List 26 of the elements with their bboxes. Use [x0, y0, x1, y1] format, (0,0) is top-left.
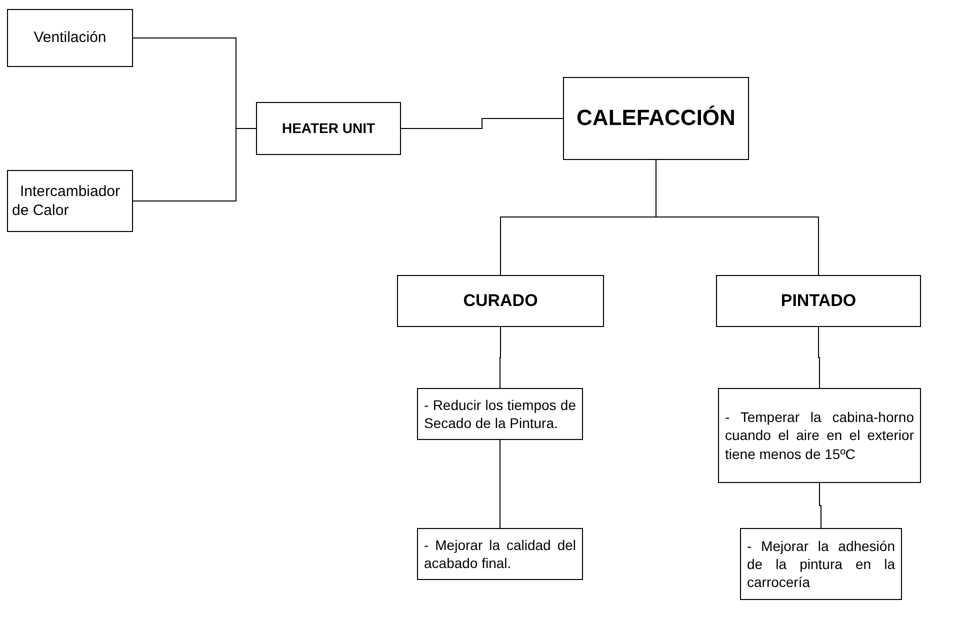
- process-box: [563, 77, 749, 160]
- connector-line: [818, 326, 820, 388]
- node-text: Ventilación: [34, 28, 106, 48]
- node-text: - Mejorar la adhesión de la pintura en la carrocería: [747, 536, 895, 592]
- node-text: - Reducir los tiempos de Secado de la Pintura.: [424, 396, 576, 432]
- connector-line: [400, 118, 564, 129]
- node-text: - Mejorar la calidad del acabado final.: [424, 536, 576, 572]
- description-box: [417, 528, 583, 580]
- process-box: [256, 102, 401, 155]
- connector-line: [819, 482, 822, 528]
- process-box: [716, 275, 921, 327]
- node-text: - Temperar la cabina-horno cuando el aire en el exterior tiene menos de 15ºC: [725, 408, 914, 463]
- node-text: CURADO: [463, 290, 538, 312]
- process-box: [7, 9, 133, 67]
- description-box: [718, 388, 921, 483]
- connector-line: [656, 160, 819, 276]
- node-text: CALEFACCIÓN: [576, 104, 736, 132]
- process-box: [397, 275, 604, 327]
- node-text: PINTADO: [780, 290, 856, 312]
- description-box: [740, 528, 902, 600]
- node-text: HEATER UNIT: [282, 119, 376, 138]
- process-box: [7, 170, 133, 232]
- connector-line: [132, 128, 256, 202]
- description-box: [417, 388, 583, 440]
- connector-line: [500, 326, 501, 388]
- node-text: Intercambiador de Calor: [12, 182, 122, 220]
